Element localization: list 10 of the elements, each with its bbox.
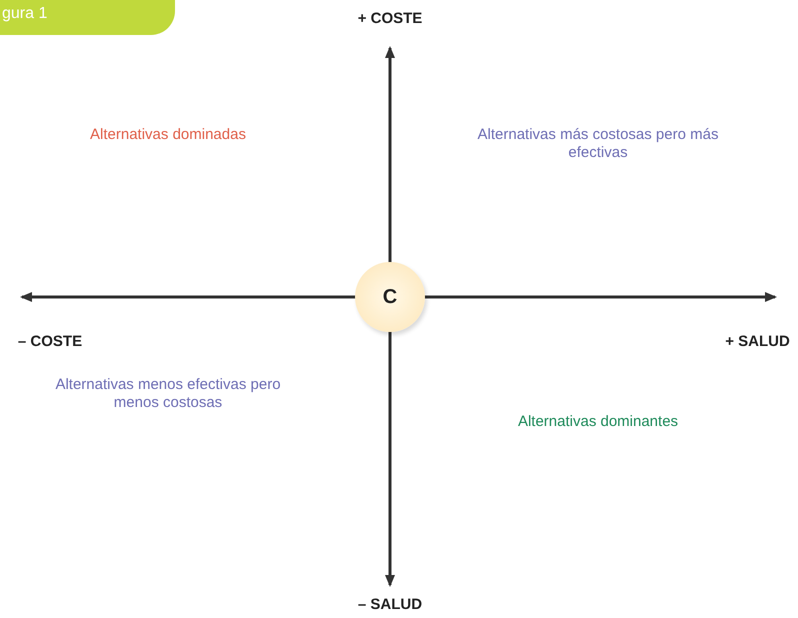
figure-number: gura 1 [2,5,48,23]
quadrant-label: Alternativas dominantes [516,413,680,431]
axis-label: – COSTE [16,333,84,351]
quadrant-label: Alternativas menos efectivas pero menos costosas [54,376,282,412]
axis-label: + SALUD [724,333,791,351]
quadrant-label: Alternativas más costosas pero más efectivas [476,126,720,162]
axis-label: – SALUD [356,596,424,614]
origin-circle: C [355,262,425,332]
quadrant-label: Alternativas dominadas [89,126,247,144]
axis-label: + COSTE [356,10,424,28]
